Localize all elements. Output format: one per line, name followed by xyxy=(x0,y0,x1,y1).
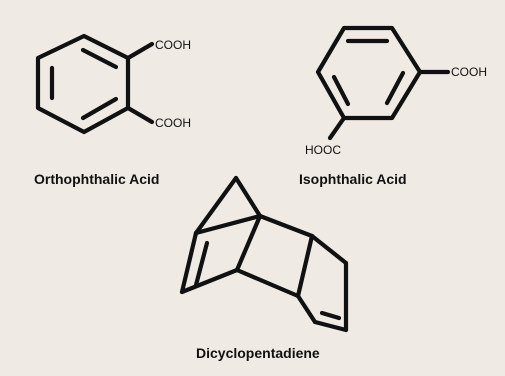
isophthalic-hooc-label: HOOC xyxy=(305,143,341,157)
dcpd-bridge-bond xyxy=(193,175,239,236)
dcpd-double-bond-inner xyxy=(319,310,342,321)
dcpd-ring-bond xyxy=(179,230,199,295)
dcpd-ring-bond xyxy=(257,213,315,239)
orthophthalic-carboxyl-bond xyxy=(125,41,155,61)
orthophthalic-carboxyl-bond xyxy=(125,105,155,125)
dcpd-ring-bond xyxy=(234,213,263,273)
orthophthalic-inner-double-bond xyxy=(80,47,119,70)
orthophthalic-inner-double-bond xyxy=(80,96,119,121)
dcpd-ring-bond xyxy=(193,213,263,236)
dcpd-ring-bond xyxy=(179,267,240,295)
isophthalic-inner-double-bond xyxy=(384,70,406,106)
dcpd-bridge-bond xyxy=(233,175,263,219)
dcpd-ring-bond xyxy=(295,293,318,325)
dcpd-ring-bond xyxy=(312,319,349,333)
dcpd-double-bond-inner xyxy=(193,240,210,288)
isophthalic-inner-double-bond xyxy=(331,74,351,107)
isophthalic-cooh-label: COOH xyxy=(451,65,487,79)
orthophthalic-acid-caption: Orthophthalic Acid xyxy=(34,171,159,187)
orthophthalic-cooh-label-top: COOH xyxy=(155,38,191,52)
dcpd-ring-bond xyxy=(234,267,301,299)
dicyclopentadiene-structure xyxy=(179,175,349,333)
dcpd-ring-bond xyxy=(309,233,349,266)
isophthalic-benzene-ring xyxy=(315,25,423,121)
isophthalic-acid-caption: Isophthalic Acid xyxy=(299,171,407,187)
dcpd-ring-bond xyxy=(295,233,315,299)
isophthalic-carboxyl-bond xyxy=(327,115,347,141)
orthophthalic-acid-structure: COOH COOH xyxy=(35,33,191,135)
orthophthalic-cooh-label-bottom: COOH xyxy=(155,116,191,130)
dicyclopentadiene-caption: Dicyclopentadiene xyxy=(196,345,320,361)
isophthalic-acid-structure: COOH HOOC xyxy=(305,25,487,157)
